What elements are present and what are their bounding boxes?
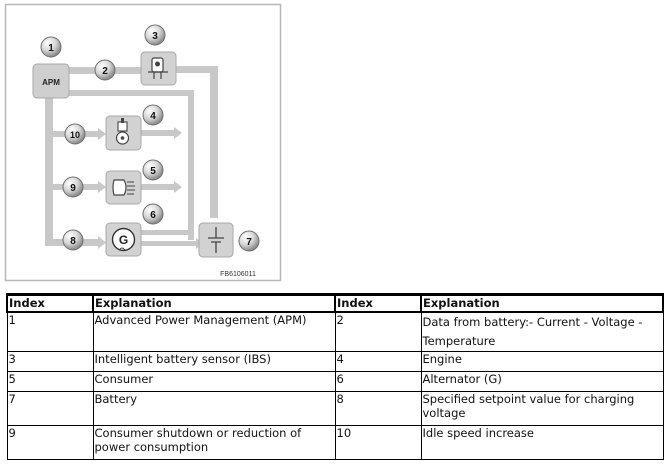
svg-text:10: 10 bbox=[70, 130, 80, 140]
svg-text:2: 2 bbox=[102, 66, 108, 77]
path-top-to-battery bbox=[176, 66, 218, 73]
header-explanation-1: Explanation bbox=[92, 293, 336, 313]
path-5-arrow bbox=[174, 181, 182, 193]
engine-icon bbox=[105, 115, 142, 151]
path-6b bbox=[140, 241, 196, 246]
path-10-arrow bbox=[98, 128, 106, 140]
index-cell: 10 bbox=[334, 425, 422, 460]
callout-6: 6 bbox=[142, 203, 164, 225]
svg-text:9: 9 bbox=[70, 183, 76, 194]
index-cell: 9 bbox=[6, 425, 94, 460]
header-index-2: Index bbox=[334, 293, 422, 313]
figure-code: FB6106011 bbox=[220, 271, 256, 278]
path-6 bbox=[140, 230, 188, 235]
table-row: 5 Consumer 6 Alternator (G) bbox=[6, 371, 664, 392]
callout-9: 9 bbox=[62, 176, 84, 198]
index-cell: 5 bbox=[6, 371, 94, 392]
svg-text:5: 5 bbox=[150, 166, 156, 177]
header-index-1: Index bbox=[6, 293, 94, 313]
battery-sensor-icon bbox=[140, 51, 177, 86]
explanation-cell: Battery bbox=[92, 391, 336, 426]
index-cell: 3 bbox=[6, 351, 94, 372]
index-cell: 6 bbox=[334, 371, 422, 392]
callout-5: 5 bbox=[142, 159, 164, 181]
explanation-cell: Alternator (G) bbox=[420, 371, 664, 392]
callout-8: 8 bbox=[62, 229, 84, 251]
svg-text:4: 4 bbox=[150, 111, 156, 122]
path-left-vertical bbox=[45, 98, 53, 246]
path-9-arrow bbox=[98, 181, 106, 193]
path-4 bbox=[140, 130, 174, 136]
path-5 bbox=[140, 184, 174, 190]
index-cell: 1 bbox=[6, 311, 94, 352]
battery-icon bbox=[198, 222, 234, 258]
table-row: 1 Advanced Power Management (APM) 2 Data… bbox=[6, 311, 664, 352]
legend-header-row: Index Explanation Index Explanation bbox=[6, 293, 664, 313]
callout-10: 10 bbox=[64, 123, 86, 145]
explanation-cell: Data from battery:- Current - Voltage - … bbox=[420, 311, 664, 352]
index-cell: 8 bbox=[334, 391, 422, 426]
table-row: 9 Consumer shutdown or reduction of powe… bbox=[6, 425, 664, 460]
callout-4: 4 bbox=[142, 104, 164, 126]
callout-7: 7 bbox=[238, 230, 260, 252]
svg-text:8: 8 bbox=[70, 236, 76, 247]
index-cell: 2 bbox=[334, 311, 422, 352]
legend-table: Index Explanation Index Explanation 1 Ad… bbox=[6, 293, 664, 460]
svg-text:1: 1 bbox=[48, 43, 54, 54]
table-row: 7 Battery 8 Specified setpoint value for… bbox=[6, 391, 664, 426]
svg-text:G: G bbox=[119, 233, 128, 247]
explanation-cell: Consumer bbox=[92, 371, 336, 392]
explanation-cell: Consumer shutdown or reduction of power … bbox=[92, 425, 336, 460]
explanation-cell: Advanced Power Management (APM) bbox=[92, 311, 336, 352]
alternator-icon: G bbox=[105, 222, 142, 257]
table-row: 3 Intelligent battery sensor (IBS) 4 Eng… bbox=[6, 351, 664, 372]
apm-label: APM bbox=[42, 78, 60, 87]
apm-system-diagram: APM G 1 2 3 bbox=[4, 3, 282, 282]
explanation-cell: Idle speed increase bbox=[420, 425, 664, 460]
explanation-cell: Engine bbox=[420, 351, 664, 372]
headlight-icon bbox=[105, 170, 142, 205]
path-mid-vertical bbox=[188, 90, 194, 240]
apm-box: APM bbox=[32, 63, 70, 99]
svg-text:6: 6 bbox=[150, 210, 156, 221]
svg-text:3: 3 bbox=[152, 31, 158, 42]
index-cell: 7 bbox=[6, 391, 94, 426]
explanation-cell: Intelligent battery sensor (IBS) bbox=[92, 351, 336, 372]
callout-3: 3 bbox=[144, 24, 166, 46]
path-8-arrow bbox=[98, 236, 106, 249]
path-4-arrow bbox=[174, 127, 182, 139]
path-long-horizontal bbox=[68, 90, 194, 96]
explanation-cell: Specified setpoint value for charging vo… bbox=[420, 391, 664, 426]
header-explanation-2: Explanation bbox=[420, 293, 664, 313]
callout-1: 1 bbox=[40, 36, 62, 58]
path-right-vertical bbox=[210, 66, 218, 218]
svg-text:7: 7 bbox=[246, 237, 252, 248]
callout-2: 2 bbox=[94, 59, 116, 81]
index-cell: 4 bbox=[334, 351, 422, 372]
